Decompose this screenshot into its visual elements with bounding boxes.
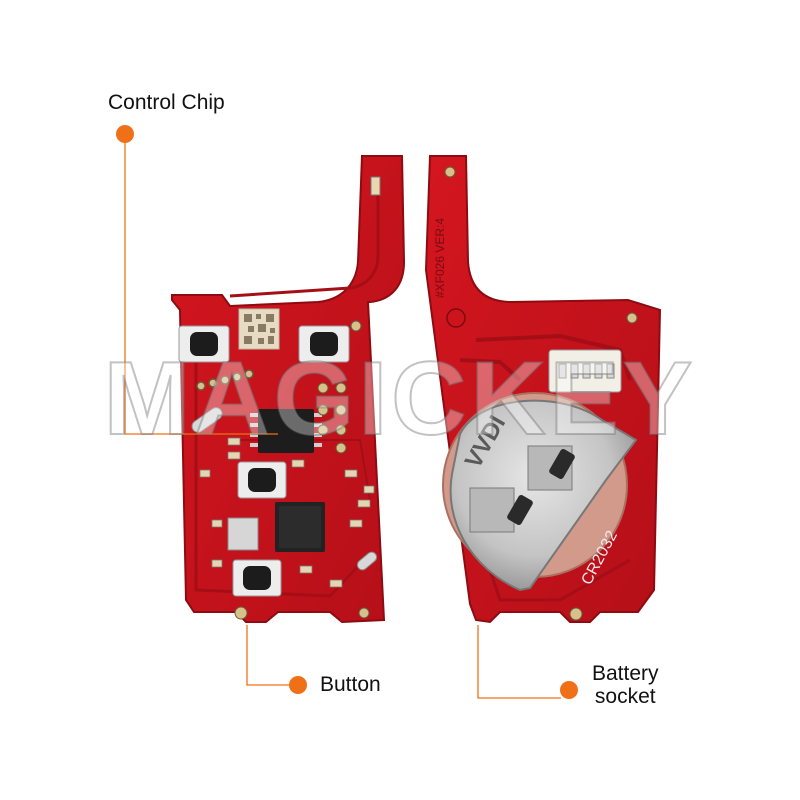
- tact-switch: [178, 325, 230, 363]
- crystal-oscillator: [356, 551, 378, 571]
- callout-line-button: [246, 625, 290, 686]
- rf-chip: [275, 502, 325, 552]
- right-pcb-back: #XF026 VER:4 VVDI: [424, 155, 662, 624]
- solder-pad: [350, 320, 362, 332]
- saw-resonator: [227, 517, 259, 551]
- left-pcb-front: [171, 155, 406, 624]
- solder-pad: [626, 312, 638, 324]
- callout-dot-button: [289, 676, 307, 694]
- battery-label-line2: socket: [594, 685, 656, 708]
- pcb-trace: [475, 333, 632, 381]
- watermark: MAGICKEY: [103, 340, 697, 458]
- callout-lines: [124, 134, 561, 699]
- manufacturer-logo-icon: [446, 308, 466, 328]
- tact-switch: [237, 461, 287, 499]
- solder-pad: [569, 607, 583, 621]
- callout-line-battery: [477, 625, 561, 699]
- callout-dot-battery: [560, 681, 578, 699]
- pcb-trace: [459, 358, 522, 382]
- battery-socket-label: Battery socket: [592, 662, 659, 708]
- test-pads: [317, 382, 347, 454]
- callout-line-chip: [124, 134, 278, 435]
- control-chip-label: Control Chip: [108, 91, 225, 114]
- pin-connector: [548, 349, 622, 393]
- solder-pad: [444, 166, 456, 178]
- crystal-oscillator: [191, 407, 223, 433]
- button-label: Button: [320, 673, 381, 696]
- battery-holder: VVDI: [442, 392, 638, 592]
- pcb-trace: [229, 180, 380, 298]
- board-model-marking: #XF026 VER:4: [433, 218, 447, 298]
- tact-switch: [298, 325, 350, 363]
- resistor-component: [370, 176, 381, 196]
- solder-pad: [234, 606, 248, 620]
- solder-pad: [358, 607, 370, 619]
- smd-components: [199, 437, 375, 588]
- solder-pad-row: [196, 369, 254, 391]
- callout-dot-chip: [116, 125, 134, 143]
- battery-label-line1: Battery: [592, 662, 659, 685]
- control-chip: [250, 409, 322, 453]
- tact-switch: [232, 559, 282, 597]
